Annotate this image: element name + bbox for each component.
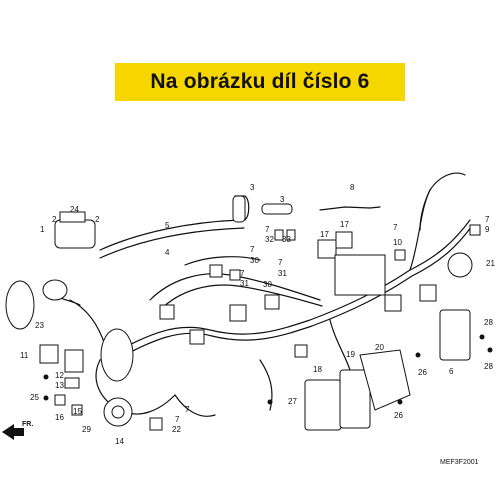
callout-30a: 30 — [250, 256, 259, 265]
callout-18: 18 — [313, 365, 322, 374]
front-marker-label: FR. — [22, 421, 33, 428]
callout-labels: 1 2 2 24 3 3 5 4 8 7 9 17 17 7 10 21 7 3… — [20, 183, 495, 446]
callout-8: 8 — [350, 183, 355, 192]
callout-25: 25 — [30, 393, 39, 402]
callout-7d: 7 — [250, 245, 255, 254]
callout-7g: 7 — [175, 415, 180, 424]
callout-24: 24 — [70, 205, 79, 214]
callout-29: 29 — [82, 425, 91, 434]
callout-16: 16 — [55, 413, 64, 422]
component-shapes — [5, 195, 481, 431]
callout-3a: 3 — [250, 183, 255, 192]
callout-17a: 17 — [320, 230, 329, 239]
callout-31a: 31 — [278, 269, 287, 278]
callout-3b: 3 — [280, 195, 285, 204]
callout-4: 4 — [165, 248, 170, 257]
banner-text: Na obrázku díl číslo 6 — [150, 70, 370, 93]
callout-33: 33 — [282, 235, 291, 244]
callout-30b: 30 — [263, 280, 272, 289]
callout-12: 12 — [55, 371, 64, 380]
callout-11: 11 — [20, 351, 29, 360]
callout-10: 10 — [393, 238, 402, 247]
callout-7f: 7 — [240, 269, 245, 278]
callout-9: 9 — [485, 225, 490, 234]
callout-28a: 28 — [484, 318, 493, 327]
callout-27: 27 — [288, 397, 297, 406]
callout-17b: 17 — [340, 220, 349, 229]
callout-31b: 31 — [240, 279, 249, 288]
callout-23: 23 — [35, 321, 44, 330]
callout-2b: 2 — [95, 215, 100, 224]
callout-7h: 7 — [185, 405, 190, 414]
callout-14: 14 — [115, 437, 124, 446]
harness-lines — [44, 172, 473, 417]
diagram-code: MEF3F2001 — [440, 459, 479, 466]
callout-5: 5 — [165, 221, 170, 230]
callout-26a: 26 — [418, 368, 427, 377]
callout-7c: 7 — [265, 225, 270, 234]
callout-7a: 7 — [485, 215, 490, 224]
callout-19: 19 — [346, 350, 355, 359]
callout-20: 20 — [375, 343, 384, 352]
callout-7b: 7 — [393, 223, 398, 232]
part-banner: Na obrázku díl číslo 6 — [115, 63, 405, 101]
callout-6: 6 — [449, 367, 454, 376]
callout-7e: 7 — [278, 258, 283, 267]
front-arrow: FR. — [2, 421, 33, 440]
callout-13: 13 — [55, 381, 64, 390]
callout-1: 1 — [40, 225, 45, 234]
bolts — [43, 334, 493, 405]
callout-15: 15 — [73, 407, 82, 416]
callout-21: 21 — [486, 259, 495, 268]
callout-26b: 26 — [394, 411, 403, 420]
callout-22: 22 — [172, 425, 181, 434]
callout-28b: 28 — [484, 362, 493, 371]
callout-2a: 2 — [52, 215, 57, 224]
callout-32: 32 — [265, 235, 274, 244]
